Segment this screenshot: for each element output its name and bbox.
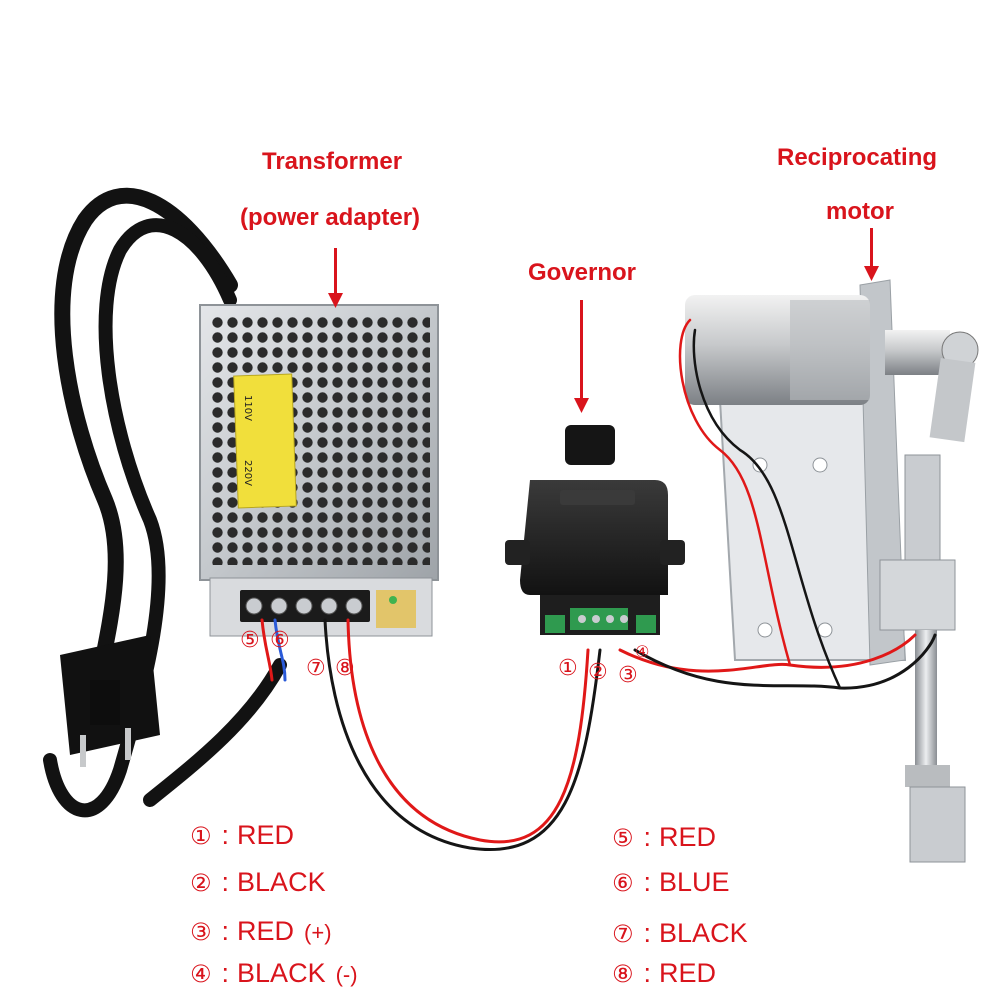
legend-color: RED [237,916,295,946]
wire-black-motor [692,328,842,690]
pointer-arrows [328,228,879,413]
legend-sep: : [221,958,230,988]
legend-sep: : [643,822,652,852]
wire-blue-6 [273,618,287,682]
label-transformer: Transformer [262,148,403,175]
legend-sep: : [221,820,230,850]
legend-color: BLACK [237,958,326,988]
wire-red-motor [678,318,792,667]
legend-color: RED [659,822,717,852]
label-governor: Governor [528,259,637,286]
legend-mark: ④ [190,960,212,988]
legend-sep: : [643,867,652,897]
legend-polarity: (-) [335,962,358,987]
terminal-4: ④ [635,642,650,661]
wire-red-5 [260,618,274,682]
wire-black-7 [323,618,602,851]
terminal-2: ② [588,660,608,685]
power-adapter: 110V 220V [199,304,439,637]
legend-color: RED [659,958,717,988]
legend-color: BLACK [237,867,326,897]
legend-mark: ② [190,869,212,897]
terminal-3: ③ [618,663,638,688]
legend-row-8: ⑧:RED [612,958,716,989]
legend-sep: : [643,918,652,948]
sticker-110v: 110V [242,395,253,421]
wire-black-4 [633,633,937,690]
legend-row-2: ②:BLACK [190,867,326,898]
label-power-adapter: (power adapter) [240,204,421,231]
sticker-220v: 220V [242,460,253,486]
legend-sep: : [221,916,230,946]
legend-mark: ③ [190,918,212,946]
label-motor: motor [826,198,894,225]
legend-row-7: ⑦:BLACK [612,918,748,949]
legend-color: RED [237,820,295,850]
legend-sep: : [221,867,230,897]
legend-polarity: (+) [304,920,332,945]
reciprocating-motor [685,279,979,863]
terminal-1: ① [558,656,578,681]
terminal-7: ⑦ [306,656,326,681]
legend-mark: ⑧ [612,960,634,988]
governor [505,425,685,635]
legend-row-5: ⑤:RED [612,822,716,853]
legend-row-4: ④:BLACK (-) [190,958,358,989]
legend-mark: ① [190,822,212,850]
legend-mark: ⑤ [612,824,634,852]
plug [60,635,160,767]
terminal-6: ⑥ [270,628,290,653]
label-reciprocating: Reciprocating [777,144,938,171]
legend-row-6: ⑥:BLUE [612,867,730,898]
legend-mark: ⑦ [612,920,634,948]
wire-red-8 [346,618,590,844]
power-cord [43,187,287,818]
legend-mark: ⑥ [612,869,634,897]
legend-row-3: ③:RED (+) [190,916,332,947]
legend-color: BLACK [659,918,748,948]
legend-sep: : [643,958,652,988]
wires [260,318,937,851]
legend-color: BLUE [659,867,730,897]
terminal-8: ⑧ [335,656,355,681]
terminal-5: ⑤ [240,628,260,653]
legend-row-1: ①:RED [190,820,294,851]
